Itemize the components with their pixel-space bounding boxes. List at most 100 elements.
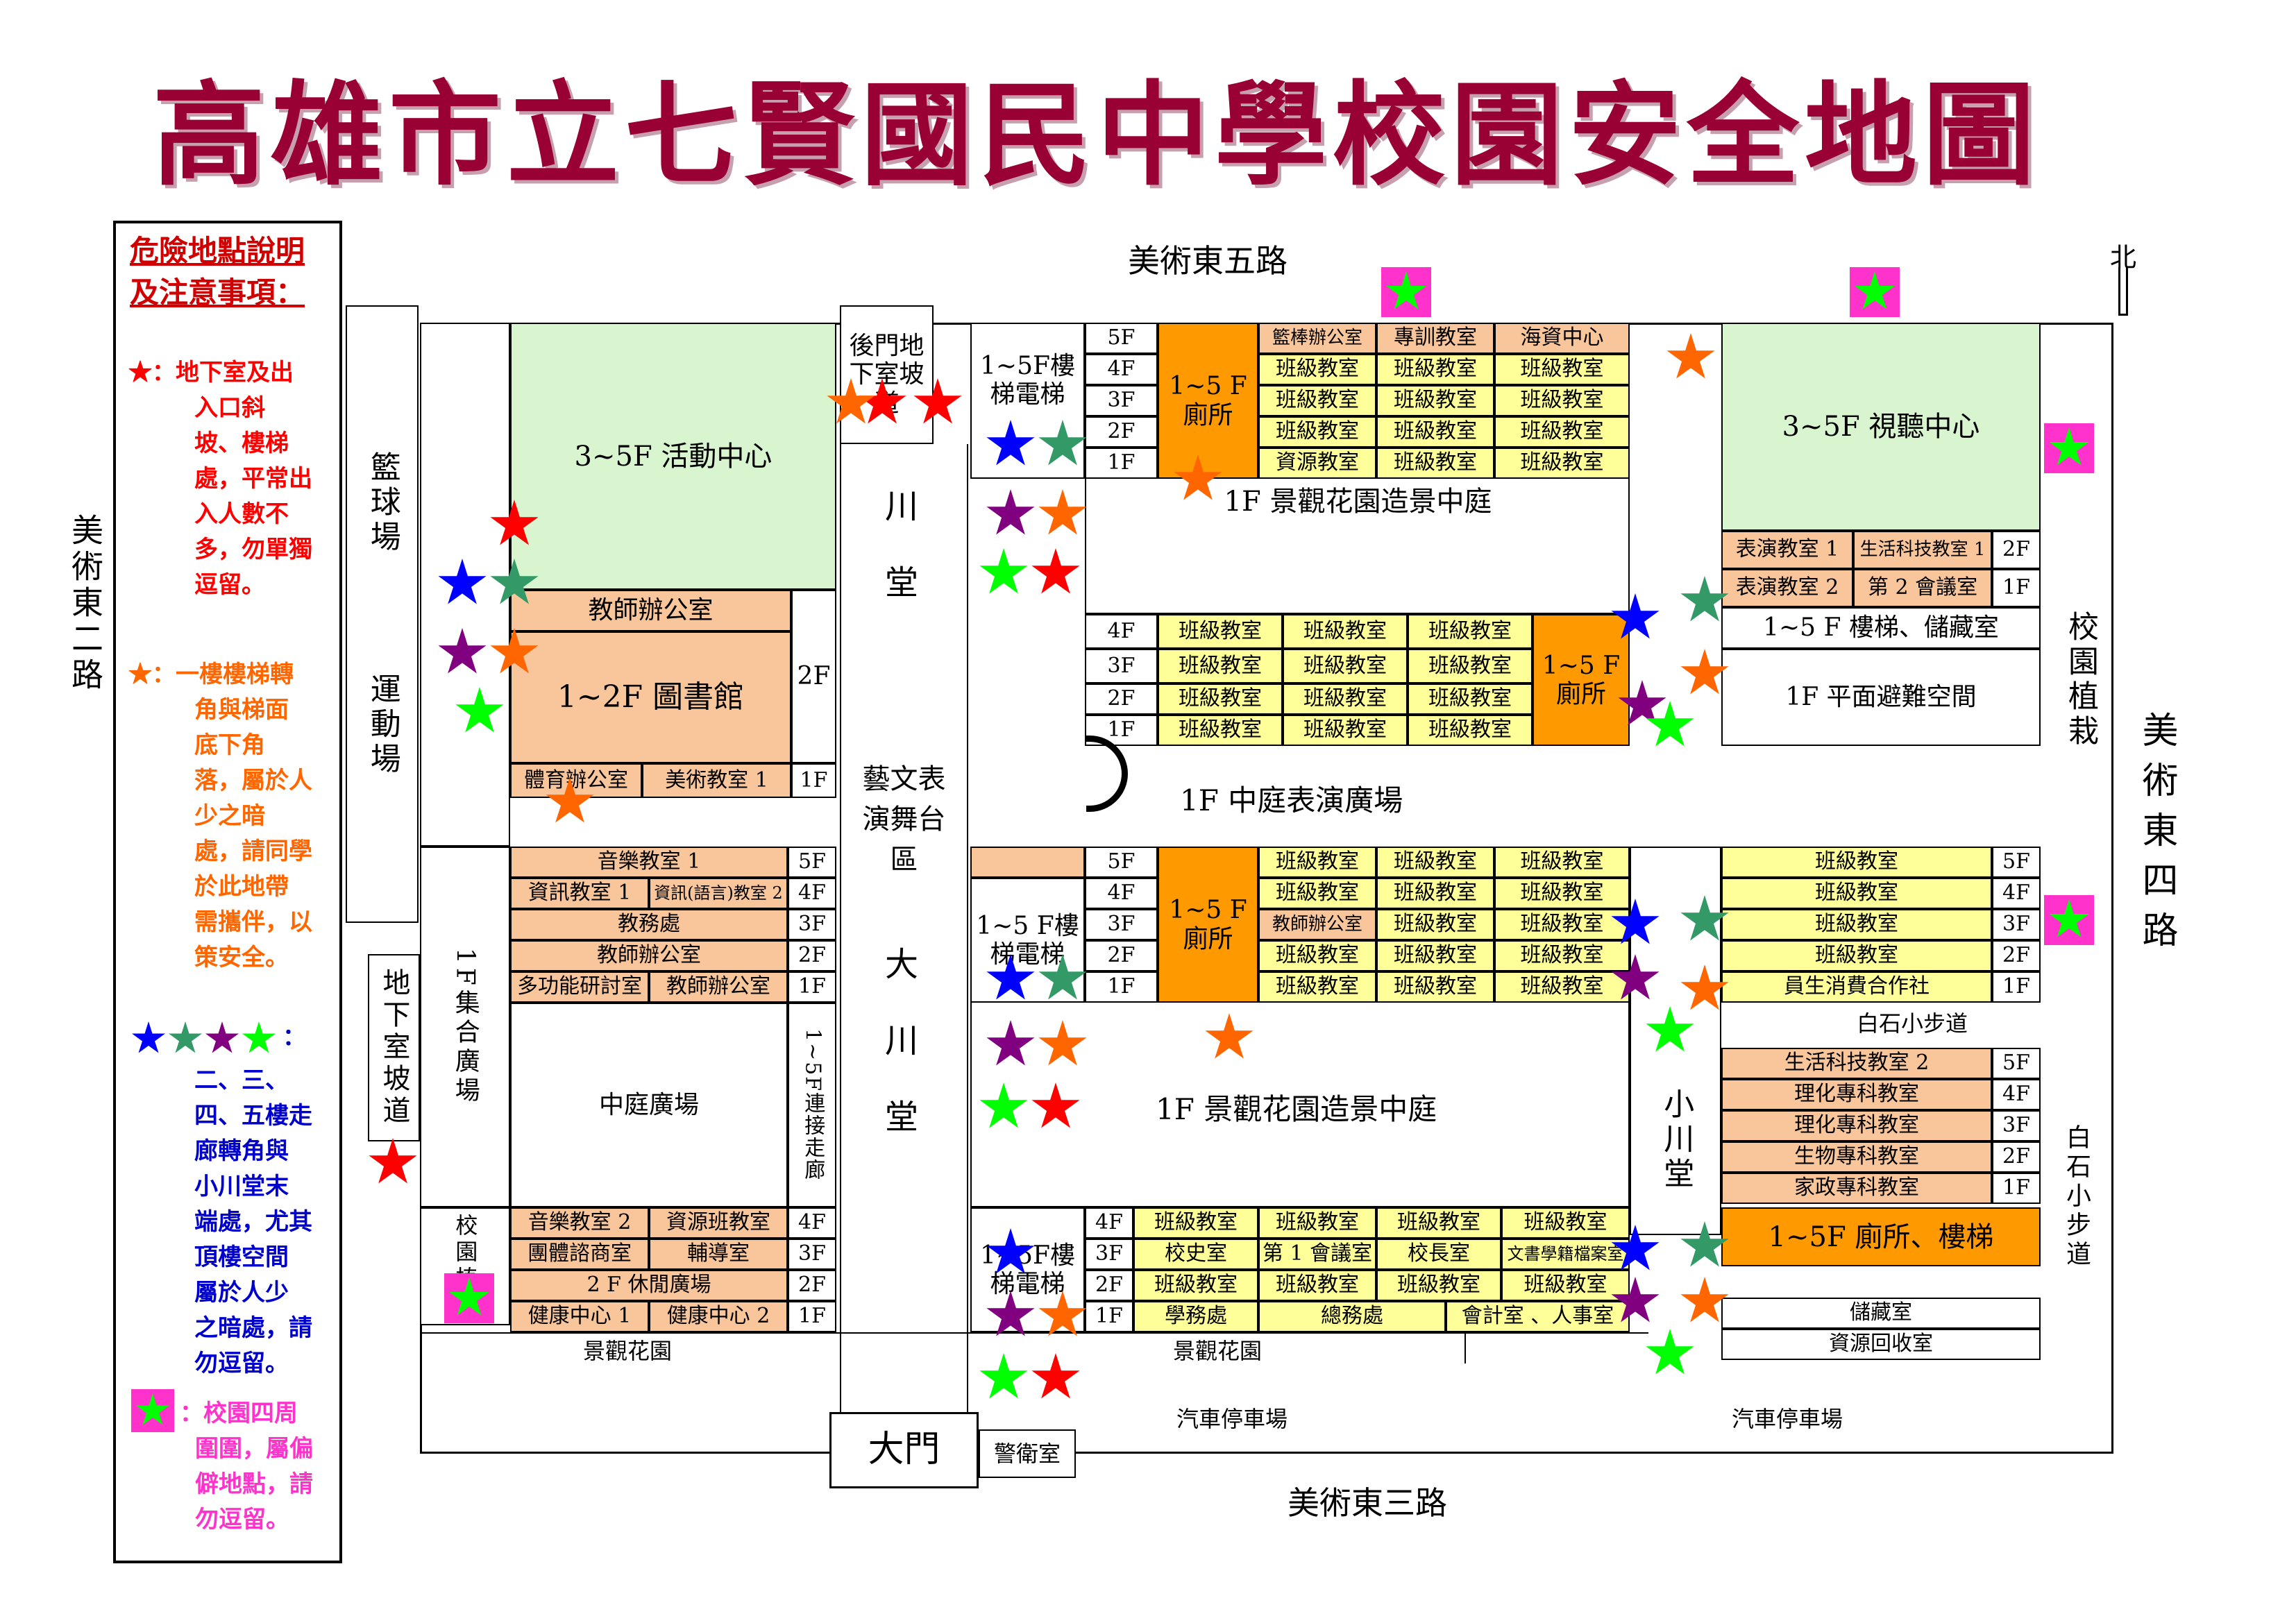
classroom: 班級教室 [1376, 354, 1494, 385]
computer-room-1: 資訊教室 1 [510, 878, 649, 909]
archive-room: 文書學籍檔案室 [1501, 1239, 1630, 1270]
teacher-office: 教師辦公室 [510, 590, 791, 631]
classroom: 班級教室 [1494, 385, 1630, 416]
legend-line: 多，勿單獨 [194, 536, 312, 563]
legend-line: 逗留。 [194, 571, 265, 599]
green-star-icon [449, 1277, 489, 1316]
da-label: 大 [885, 945, 919, 984]
av-center: 3~5F 視聽中心 [1721, 323, 2041, 531]
legend-line: 角與梯面 [194, 696, 289, 724]
computer-room-2: 資訊(語言)教室 2 [649, 878, 788, 909]
classroom: 班級教室 [1494, 909, 1630, 940]
classroom: 班級教室 [1258, 971, 1376, 1003]
green-star-icon [136, 1393, 169, 1425]
resource-class: 資源班教室 [649, 1207, 788, 1239]
meeting-room-2: 第 2 會議室 [1853, 569, 1992, 607]
courtyard: 1F 中庭表演廣場 [1180, 783, 1403, 817]
home-ec-room: 家政專科教室 [1721, 1173, 1992, 1204]
chuan-label-1: 川 [885, 487, 919, 526]
legend-panel: 危險地點說明及注意事項： ★：地下室及出 入口斜 坡、樓梯 處，平常出 入人數不… [113, 221, 342, 1563]
legend-orange: ★：一樓樓梯轉 角與梯面 底下角 落，屬於人 少之暗 處，請同學 於此地帶 需攜… [128, 657, 312, 976]
legend-heading-line: 及注意事項： [130, 275, 305, 309]
landscape-garden-west: 景觀花園 [583, 1338, 673, 1364]
stairs-storage: 1~5 F 樓梯、儲藏室 [1721, 607, 2041, 649]
floor-1f: 1F [791, 763, 836, 798]
principal-office: 校長室 [1376, 1239, 1501, 1270]
toilet-lower: 1~5 F廁所 [1158, 847, 1258, 1003]
legend-line: 二、三、 [194, 1067, 289, 1094]
purple-star-icon [205, 1021, 239, 1053]
legend-line: 端處，尤其 [194, 1208, 312, 1236]
performance-room-1: 表演教室 1 [1721, 531, 1853, 569]
legend-line: 屬於人少 [194, 1279, 289, 1307]
pink-marker-icon [1850, 267, 1900, 317]
stage-area: 藝文表演舞台區 [862, 763, 946, 876]
floor-label: 2F [1085, 416, 1158, 448]
floor-label: 1F [1992, 569, 2041, 607]
physics-chem-room-2: 理化專科教室 [1721, 1110, 1992, 1141]
floor-label: 3F [1085, 649, 1158, 683]
classroom: 班級教室 [1408, 683, 1533, 715]
classroom: 班級教室 [1158, 715, 1283, 746]
road-west: 美術東二路 [67, 513, 104, 694]
legend-line: ★：一樓樓梯轉 [128, 661, 294, 688]
garden-mid: 1F 景觀花園造景中庭 [1156, 1092, 1437, 1126]
floor-label: 4F [1085, 1207, 1133, 1239]
pink-marker-icon [2044, 423, 2094, 473]
green-star-icon [2049, 899, 2089, 937]
red-star-icon [369, 1138, 417, 1184]
living-tech-room-1: 生活科技教室 1 [1853, 531, 1992, 569]
legend-line: ：校園四周 [180, 1400, 298, 1427]
pink-marker-icon [1381, 267, 1431, 317]
page-title: 高雄市立七賢國民中學校園安全地圖 [153, 69, 2041, 201]
office-room: 籃棒辦公室 [1258, 323, 1376, 354]
classroom: 班級教室 [1158, 649, 1283, 683]
legend-line: 底下角 [194, 731, 265, 759]
classroom: 班級教室 [1283, 614, 1408, 649]
classroom: 班級教室 [1158, 683, 1283, 715]
main-gate: 大門 [829, 1412, 979, 1488]
floor-label: 5F [788, 847, 836, 878]
classroom: 班級教室 [1376, 878, 1494, 909]
classroom: 班級教室 [1494, 416, 1630, 448]
legend-line: 四、五樓走 [194, 1102, 312, 1130]
floor-label: 5F [1992, 847, 2041, 878]
classroom: 班級教室 [1494, 448, 1630, 479]
south-line [420, 1332, 1648, 1334]
co-op-store: 員生消費合作社 [1721, 971, 1992, 1003]
legend-blue: 二、三、 四、五樓走 廊轉角與 小川堂末 端處，尤其 頂樓空間 屬於人少 之暗處… [194, 1063, 312, 1382]
floor-label: 5F [1085, 847, 1158, 878]
floor-label: 1F [1085, 1301, 1133, 1332]
legend-line: 策安全。 [194, 944, 289, 971]
classroom: 班級教室 [1494, 847, 1630, 878]
floor-label: 5F [1085, 323, 1158, 354]
teacher-office-3: 教師辦公室 [649, 971, 788, 1003]
library-floor-2f: 2F [791, 590, 836, 763]
training-room: 專訓教室 [1376, 323, 1494, 354]
floor-label: 3F [788, 1239, 836, 1270]
legend-line: 需攜伴，以 [194, 908, 312, 936]
floor-label: 2F [788, 1270, 836, 1301]
floor-label: 4F [1085, 354, 1158, 385]
legend-line: 廊轉角與 [194, 1137, 289, 1165]
floor-label: 2F [1085, 1270, 1133, 1301]
tang-label-1: 堂 [885, 563, 919, 602]
parking-1: 汽車停車場 [1176, 1406, 1288, 1432]
classroom: 班級教室 [1376, 847, 1494, 878]
general-affairs: 總務處 [1258, 1301, 1446, 1332]
floor-label: 2F [1992, 940, 2041, 971]
garden-top-border [1085, 479, 1630, 614]
performance-room-2: 表演教室 2 [1721, 569, 1853, 607]
floor-label: 4F [1992, 878, 2041, 909]
classroom: 班級教室 [1721, 940, 1992, 971]
floor-label: 2F [788, 940, 836, 971]
landscape-garden-south: 景觀花園 [1173, 1338, 1263, 1364]
toilet-top: 1~5 F廁所 [1158, 323, 1258, 479]
classroom: 班級教室 [1258, 847, 1376, 878]
pebble-path-2: 白石小步道 [2062, 1124, 2091, 1270]
floor-label: 4F [788, 1207, 836, 1239]
classroom: 班級教室 [1376, 1207, 1501, 1239]
classroom: 班級教室 [1158, 614, 1283, 649]
legend-line: 僻地點，請 [195, 1470, 313, 1498]
classroom: 班級教室 [1721, 878, 1992, 909]
